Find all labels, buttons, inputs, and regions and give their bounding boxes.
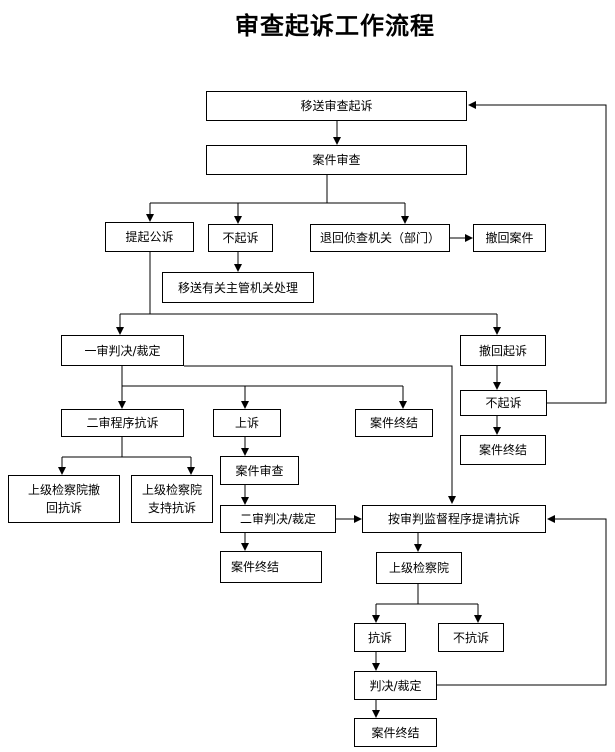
- node-appeal: 上诉: [213, 409, 281, 437]
- node-superior-withdraw: 上级检察院撤回抗诉: [8, 475, 120, 523]
- node-second-instance: 二审判决/裁定: [220, 505, 336, 533]
- node-first-instance: 一审判决/裁定: [61, 335, 184, 366]
- node-supervision-protest: 按审判监督程序提请抗诉: [362, 505, 546, 533]
- node-return-investigation: 退回侦查机关（部门）: [310, 224, 450, 252]
- node-no-protest: 不抗诉: [438, 623, 504, 652]
- node-withdraw-prosecution: 撤回起诉: [460, 335, 546, 366]
- node-superior-support: 上级检察院支持抗诉: [131, 475, 213, 523]
- page-title: 审查起诉工作流程: [235, 11, 435, 40]
- node-second-instance-protest: 二审程序抗诉: [61, 409, 184, 437]
- node-superior-procuratorate: 上级检察院: [376, 552, 462, 584]
- node-judgment: 判决/裁定: [354, 671, 437, 700]
- node-case-review: 案件审查: [206, 145, 467, 175]
- edge-loop-back-to-transfer: [468, 101, 607, 404]
- node-no-prosecution-2: 不起诉: [460, 390, 547, 416]
- node-case-closed-1: 案件终结: [460, 435, 546, 465]
- node-case-closed-4: 案件终结: [354, 718, 437, 747]
- edge-loop-back-to-supervision: [437, 515, 607, 686]
- edge-to-supervision-protest: [184, 365, 456, 504]
- node-transfer-review: 移送审查起诉: [206, 91, 467, 121]
- node-no-prosecution: 不起诉: [208, 224, 273, 252]
- node-protest: 抗诉: [354, 623, 406, 652]
- node-withdraw-case: 撤回案件: [473, 224, 546, 252]
- node-case-review-2: 案件审查: [220, 456, 299, 485]
- node-transfer-authority: 移送有关主管机关处理: [162, 272, 314, 303]
- node-public-prosecution: 提起公诉: [105, 222, 194, 252]
- node-case-closed-3: 案件终结: [220, 551, 322, 583]
- node-case-closed-2: 案件终结: [355, 409, 433, 437]
